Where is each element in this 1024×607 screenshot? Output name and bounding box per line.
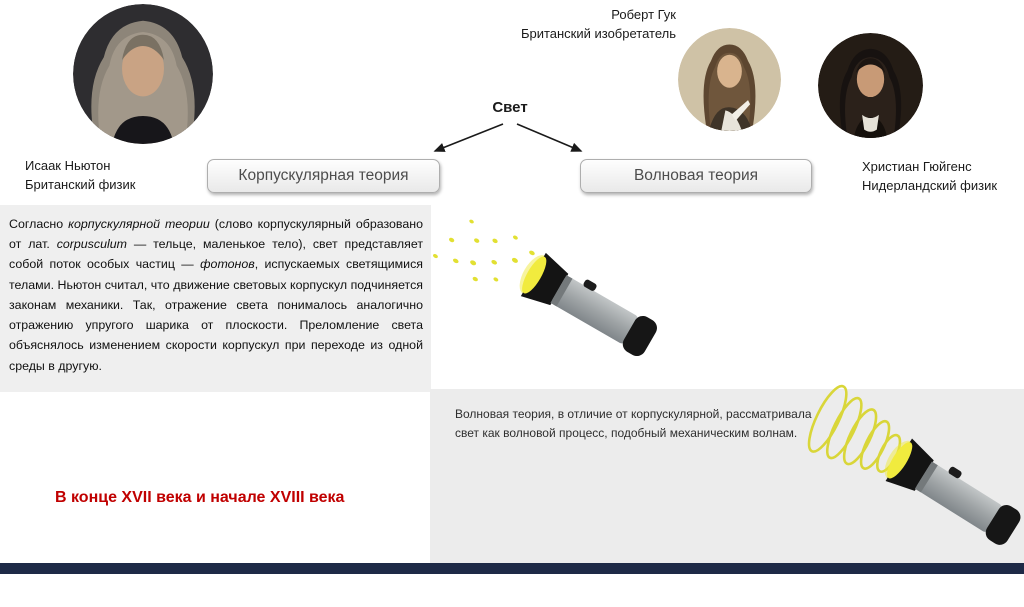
newton-name: Исаак Ньютон <box>25 158 111 173</box>
light-root-label: Свет <box>492 99 528 116</box>
newton-portrait <box>73 4 213 144</box>
arrow-to-corpuscular <box>433 123 504 152</box>
light-particles <box>433 219 535 282</box>
huygens-role: Нидерландский физик <box>862 177 998 193</box>
corpuscular-theory-label: Корпускулярная теория <box>238 167 409 184</box>
text-run: (слово корпускулярный образовано от лат. <box>9 217 423 252</box>
text-run: , испускаемых светящимися телами. Ньютон… <box>9 257 424 373</box>
flashlight <box>519 252 657 357</box>
flashlight-wave-image <box>807 384 1021 545</box>
flashlight-wave <box>774 343 1024 603</box>
bottom-bar <box>0 563 1024 574</box>
text-run-italic: фотонов <box>200 257 255 272</box>
text-run-italic: корпускулярной теории <box>68 217 210 231</box>
flashlight-particles-image <box>433 219 657 357</box>
arrow-to-wave <box>516 123 583 152</box>
wave-theory-box: Волновая теория <box>580 159 812 193</box>
hooke-name: Роберт Гук <box>611 7 676 22</box>
huygens-portrait <box>818 33 923 138</box>
newton-portrait-image <box>73 4 213 144</box>
text-run: — тельце, маленькое тело), свет представ… <box>9 237 423 272</box>
flashlight-particles <box>409 160 701 415</box>
newton-role: Британский физик <box>25 176 136 192</box>
huygens-name: Христиан Гюйгенс <box>862 159 972 174</box>
slide: Исаак Ньютон Британский физик Роберт Гук… <box>0 4 1024 574</box>
light-wave-coil <box>807 384 902 474</box>
text-run: Согласно <box>9 217 69 231</box>
huygens-portrait-image <box>818 33 923 138</box>
huygens-caption: Христиан Гюйгенс Нидерландский физик <box>862 158 997 196</box>
hooke-portrait <box>678 28 781 131</box>
text-run-italic: corpusculum <box>56 237 127 252</box>
corpuscular-text-block: Согласно корпускулярной теории (слово ко… <box>0 205 431 392</box>
corpuscular-paragraph: Согласно корпускулярной теории (слово ко… <box>9 214 423 376</box>
corpuscular-theory-box: Корпускулярная теория <box>207 159 440 193</box>
hooke-portrait-image <box>678 28 781 131</box>
flashlight <box>884 438 1021 545</box>
wave-text-block: Волновая теория, в отличие от корпускуля… <box>455 407 812 440</box>
hooke-role: Британский изобретатель <box>520 25 676 41</box>
hooke-caption: Роберт Гук Британский изобретатель <box>490 6 676 44</box>
diagram-arrows <box>433 123 583 152</box>
wave-theory-label: Волновая теория <box>633 167 759 184</box>
era-title: В конце XVII века и начале XVIII века <box>55 489 345 506</box>
newton-caption: Исаак Ньютон Британский физик <box>25 157 135 195</box>
